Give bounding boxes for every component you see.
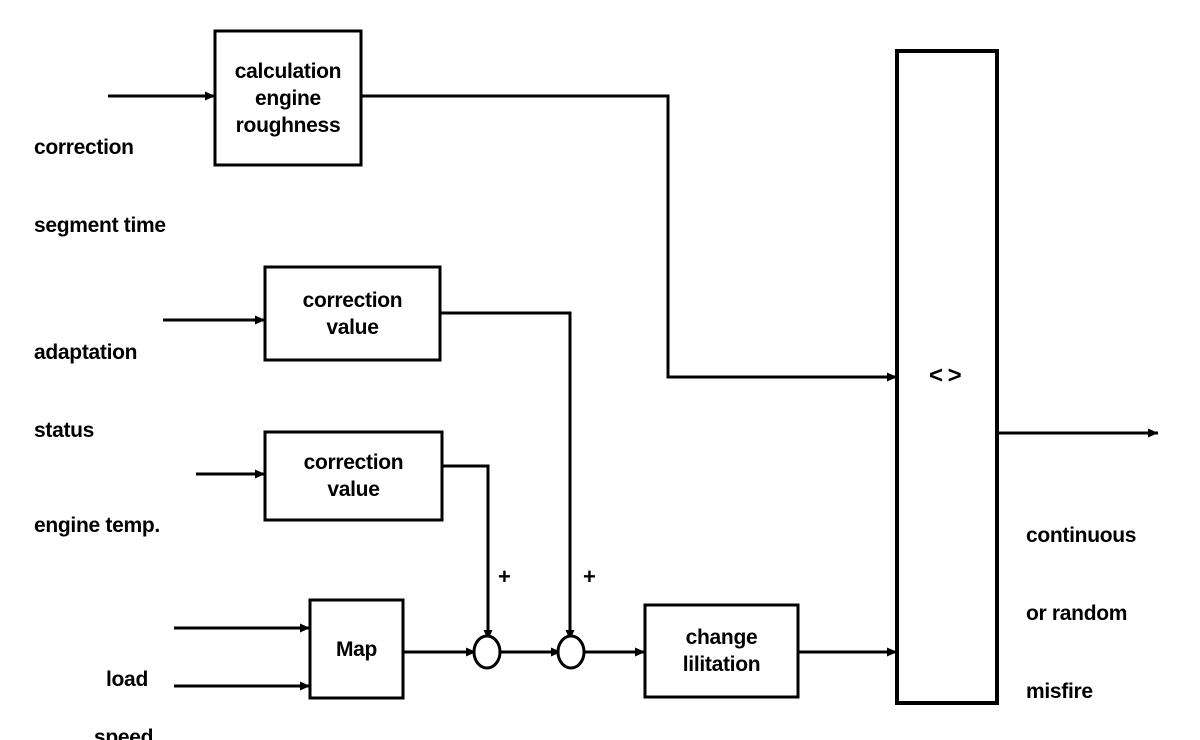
- block-correction-value-temperature-rect: [263, 430, 444, 522]
- output-label-line2: or random: [1026, 602, 1128, 625]
- input-label-load: load: [106, 615, 176, 740]
- input-label-engine-temp: engine temp.: [34, 461, 204, 591]
- summing-junction-1-sign-label: +: [498, 566, 511, 588]
- input-label-correction-segment-time-line2: segment time: [34, 214, 166, 237]
- output-label-line1: continuous: [1026, 524, 1137, 547]
- wire-correction-adaptation-to-sum2: [440, 311, 575, 641]
- input-label-correction-segment-time-line1: correction: [34, 136, 134, 159]
- summing-junction-1-circle: [472, 634, 502, 670]
- summing-junction-2-sign: +: [583, 564, 596, 589]
- input-label-speed-line1: speed: [94, 726, 154, 740]
- block-change-lilitation-rect: [643, 603, 800, 699]
- input-label-engine-temp-line1: engine temp.: [34, 514, 160, 537]
- input-label-speed: speed: [94, 673, 176, 740]
- input-label-adaptation-status: adaptation status: [34, 288, 209, 496]
- output-label-line3: misfire: [1026, 680, 1093, 703]
- input-label-adaptation-status-line2: status: [34, 419, 95, 442]
- block-label-comparator: < >: [929, 362, 962, 389]
- input-label-adaptation-status-line1: adaptation: [34, 341, 138, 364]
- input-label-load-line1: load: [106, 668, 148, 691]
- summing-junction-2-sign-label: +: [583, 566, 596, 588]
- wire-correction-temperature-to-sum1: [442, 464, 493, 641]
- block-correction-value-adaptation-rect: [263, 265, 442, 362]
- block-calculation-engine-roughness-rect: [213, 29, 363, 167]
- output-label-misfire-detected: continuous or random misfire detected: [1026, 471, 1196, 740]
- input-label-correction-segment-time: correction segment time: [34, 83, 214, 291]
- block-map-rect: [308, 598, 405, 700]
- block-label-comparator-symbol: < >: [929, 362, 962, 389]
- summing-junction-1-sign: +: [498, 564, 511, 589]
- summing-junction-2-circle: [556, 634, 586, 670]
- wire-roughness-to-comparator: [361, 94, 898, 382]
